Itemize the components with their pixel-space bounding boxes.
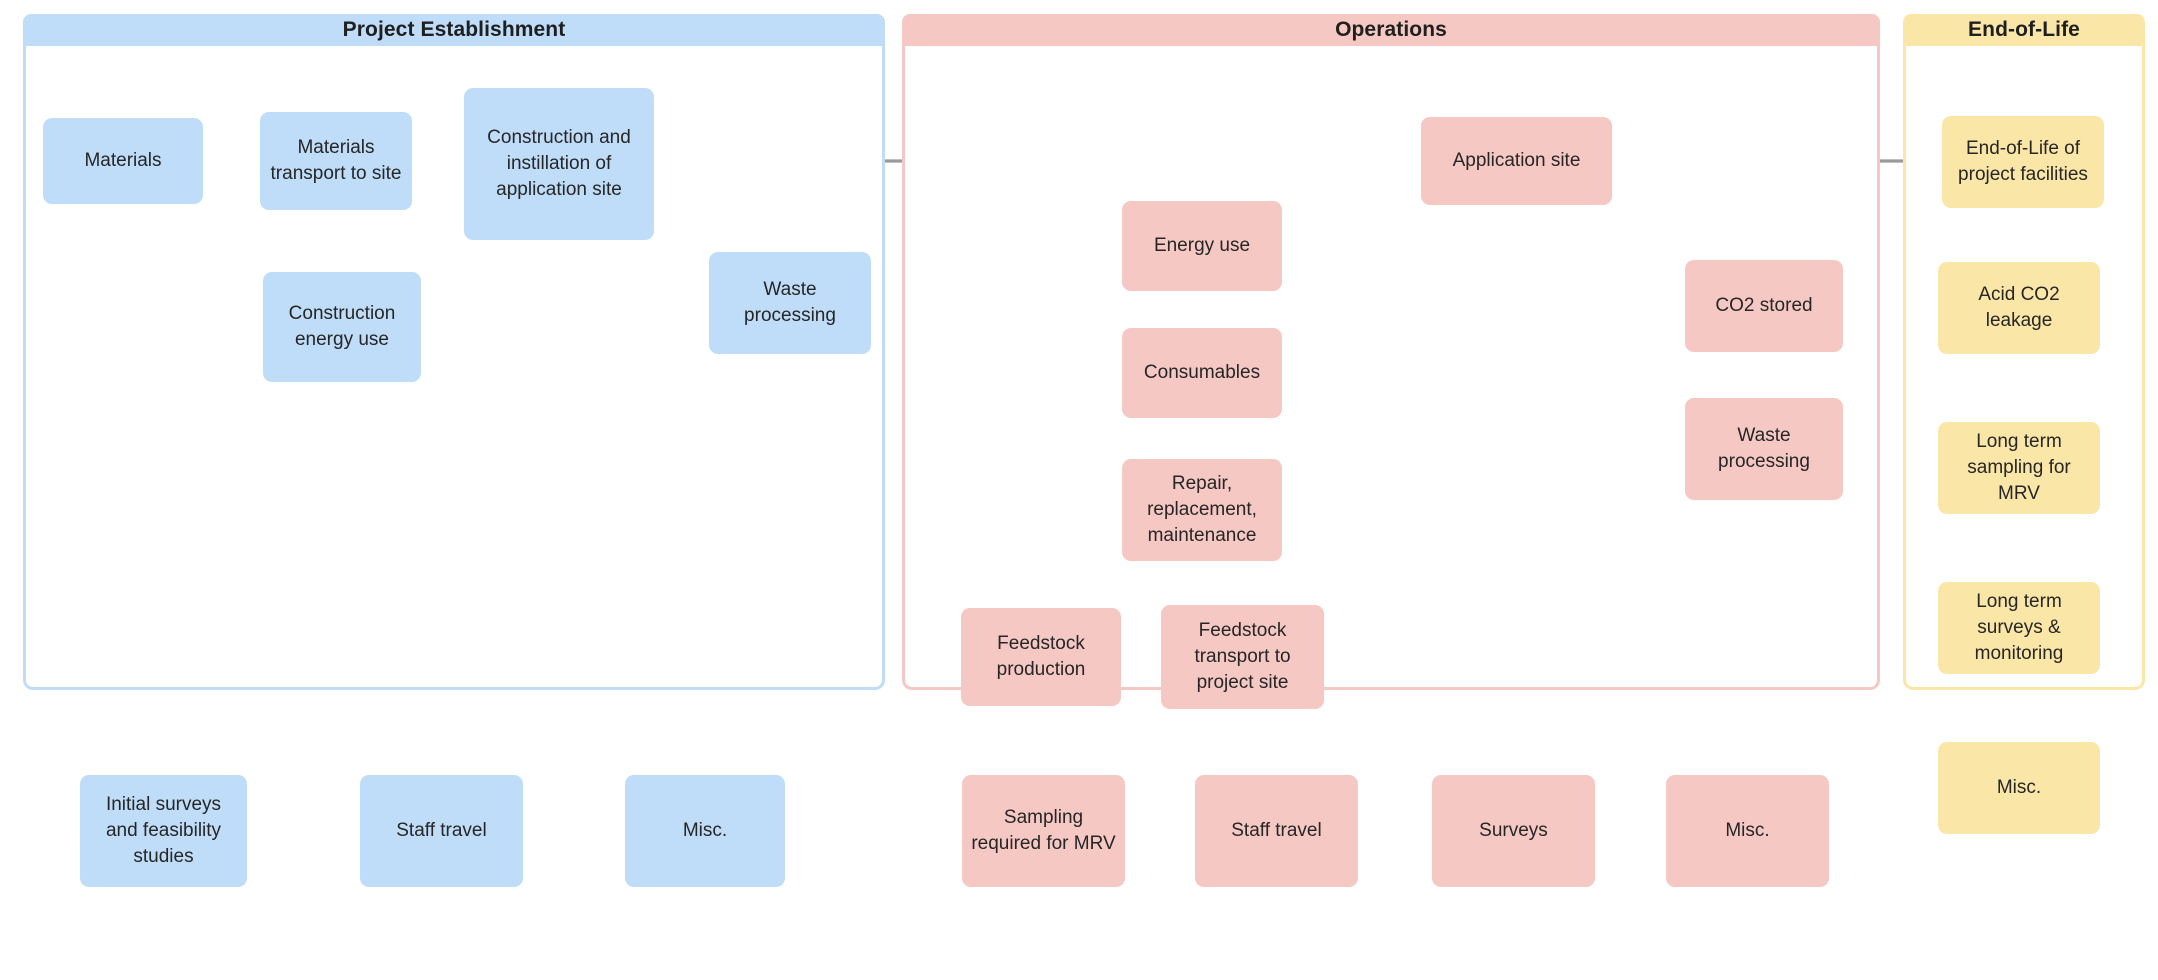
node-label-long-term-surveys: Long term surveys & monitoring: [1974, 590, 2064, 665]
node-label-construction-energy: Construction energy use: [288, 302, 396, 350]
node-application-site[interactable]: Application site: [1421, 117, 1612, 205]
node-staff-travel-pe[interactable]: Staff travel: [360, 775, 523, 887]
node-label-eol-facilities: End-of-Life of project facilities: [1958, 137, 2088, 185]
node-label-misc-op: Misc.: [1725, 819, 1770, 841]
node-label-initial-surveys: Initial surveys and feasibility studies: [105, 793, 222, 868]
node-label-application-site: Application site: [1452, 149, 1581, 171]
node-construction-energy[interactable]: Construction energy use: [263, 272, 421, 382]
panel-header-operations: Operations: [902, 14, 1880, 46]
panel-title-operations: Operations: [1335, 18, 1447, 41]
node-label-staff-travel-op: Staff travel: [1231, 819, 1322, 841]
node-sampling-mrv[interactable]: Sampling required for MRV: [962, 775, 1125, 887]
panel-header-project-establishment: Project Establishment: [23, 14, 885, 46]
panel-title-end-of-life: End-of-Life: [1968, 18, 2080, 41]
node-repair-replacement[interactable]: Repair, replacement, maintenance: [1122, 459, 1282, 561]
node-consumables[interactable]: Consumables: [1122, 328, 1282, 418]
node-co2-stored[interactable]: CO2 stored: [1685, 260, 1843, 352]
node-label-feedstock-transport: Feedstock transport to project site: [1194, 619, 1291, 694]
panel-title-project-establishment: Project Establishment: [342, 18, 566, 41]
node-label-consumables: Consumables: [1143, 361, 1261, 383]
node-waste-processing-pe[interactable]: Waste processing: [709, 252, 871, 354]
node-long-term-mrv[interactable]: Long term sampling for MRV: [1938, 422, 2100, 514]
node-label-misc-eol: Misc.: [1996, 776, 2042, 798]
node-materials[interactable]: Materials: [43, 118, 203, 204]
node-label-waste-processing-pe: Waste processing: [744, 278, 836, 326]
node-misc-pe[interactable]: Misc.: [625, 775, 785, 887]
node-waste-processing-op[interactable]: Waste processing: [1685, 398, 1843, 500]
node-construction-install[interactable]: Construction and instillation of applica…: [464, 88, 654, 240]
node-label-waste-processing-op: Waste processing: [1718, 424, 1810, 472]
panel-header-end-of-life: End-of-Life: [1903, 14, 2145, 46]
node-label-acid-co2-leakage: Acid CO2 leakage: [1978, 283, 2060, 331]
node-label-surveys: Surveys: [1479, 819, 1548, 841]
node-feedstock-production[interactable]: Feedstock production: [961, 608, 1121, 706]
node-label-long-term-mrv: Long term sampling for MRV: [1967, 430, 2071, 505]
node-label-repair-replacement: Repair, replacement, maintenance: [1147, 472, 1257, 547]
node-materials-transport[interactable]: Materials transport to site: [260, 112, 412, 210]
node-initial-surveys[interactable]: Initial surveys and feasibility studies: [80, 775, 247, 887]
node-energy-use[interactable]: Energy use: [1122, 201, 1282, 291]
node-long-term-surveys[interactable]: Long term surveys & monitoring: [1938, 582, 2100, 674]
node-label-construction-install: Construction and instillation of applica…: [487, 126, 631, 201]
node-label-energy-use: Energy use: [1153, 234, 1251, 256]
node-surveys[interactable]: Surveys: [1432, 775, 1595, 887]
node-staff-travel-op[interactable]: Staff travel: [1195, 775, 1358, 887]
node-eol-facilities[interactable]: End-of-Life of project facilities: [1942, 116, 2104, 208]
node-label-feedstock-production: Feedstock production: [996, 632, 1086, 680]
node-label-misc-pe: Misc.: [682, 819, 728, 841]
node-feedstock-transport[interactable]: Feedstock transport to project site: [1161, 605, 1324, 709]
node-label-staff-travel-pe: Staff travel: [396, 819, 487, 841]
node-label-materials-transport: Materials transport to site: [270, 136, 402, 184]
node-misc-op[interactable]: Misc.: [1666, 775, 1829, 887]
node-label-co2-stored: CO2 stored: [1715, 294, 1813, 316]
node-acid-co2-leakage[interactable]: Acid CO2 leakage: [1938, 262, 2100, 354]
node-label-materials: Materials: [84, 149, 162, 171]
panel-operations: [902, 46, 1880, 690]
node-label-sampling-mrv: Sampling required for MRV: [971, 806, 1116, 854]
node-misc-eol[interactable]: Misc.: [1938, 742, 2100, 834]
